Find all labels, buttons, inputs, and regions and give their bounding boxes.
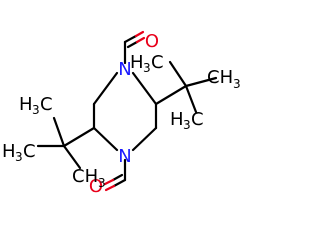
label-ch3-bot-left: H 3 C bbox=[2, 141, 36, 164]
bond-cho-o-a-red bbox=[134, 30, 145, 38]
bottom-formyl bbox=[103, 158, 127, 192]
bond-cq-me6 bbox=[62, 144, 82, 170]
label-ch3-top-upper: H 3 C bbox=[130, 52, 164, 75]
label-ch3-bot-left-c: C bbox=[23, 141, 36, 162]
atom-o-bottom: O bbox=[89, 176, 103, 197]
label-ch3-top-lower-c: C bbox=[191, 109, 204, 130]
label-ch3-bot-upper-h: H bbox=[19, 94, 33, 115]
bond-cq-me4 bbox=[52, 116, 66, 148]
label-ch3-top-lower-h: H bbox=[170, 109, 184, 130]
right-tert-butyl bbox=[154, 60, 218, 114]
bond-c2-cq bbox=[154, 84, 188, 106]
label-ch3-bot-lower-c: CH bbox=[72, 166, 98, 187]
bond-c6-n1 bbox=[92, 71, 119, 106]
label-ch3-top-right: CH 3 bbox=[207, 67, 241, 91]
bond-cho-o-b bbox=[126, 40, 139, 49]
atom-n-top: N bbox=[118, 59, 131, 80]
bond-cho-o-d bbox=[111, 173, 124, 182]
bond-cho-o-d-red bbox=[103, 178, 115, 186]
ring-bonds bbox=[92, 71, 158, 152]
label-ch3-bot-upper-sub: 3 bbox=[32, 103, 40, 117]
label-ch3-bot-left-h: H bbox=[2, 141, 16, 162]
bond-c3-n4 bbox=[131, 126, 158, 152]
bond-cq-me2 bbox=[184, 76, 218, 88]
label-ch3-top-lower: H 3 C bbox=[170, 109, 204, 132]
label-ch3-bot-lower: CH 3 bbox=[72, 166, 106, 190]
label-ch3-top-right-sub: 3 bbox=[233, 77, 241, 91]
label-ch3-top-upper-sub: 3 bbox=[143, 61, 151, 75]
top-formyl bbox=[123, 30, 146, 65]
label-ch3-top-right-c: CH bbox=[207, 67, 233, 88]
label-ch3-top-lower-sub: 3 bbox=[183, 118, 191, 132]
bond-cq-me1 bbox=[168, 60, 188, 88]
bond-cq-me3 bbox=[184, 84, 198, 114]
bond-n1-c2 bbox=[131, 71, 158, 106]
label-ch3-bot-upper: H 3 C bbox=[19, 94, 53, 117]
molecule-canvas: N N O O H 3 C CH 3 H 3 C H 3 C H 3 C bbox=[2, 30, 241, 197]
label-ch3-bot-lower-sub: 3 bbox=[98, 176, 106, 190]
atom-o-top: O bbox=[145, 31, 159, 52]
bond-cho-o-c bbox=[112, 178, 127, 188]
molecule-structure: N N O O H 3 C CH 3 H 3 C H 3 C H 3 C bbox=[2, 30, 241, 197]
bond-n4-c5 bbox=[92, 126, 119, 152]
left-tert-butyl bbox=[36, 116, 96, 170]
bond-cho-o-b-red bbox=[135, 36, 146, 44]
label-ch3-top-upper-c: C bbox=[151, 52, 164, 73]
label-ch3-top-upper-h: H bbox=[130, 52, 144, 73]
bond-cho-o-c-red bbox=[104, 184, 116, 192]
label-ch3-bot-left-sub: 3 bbox=[15, 150, 23, 164]
bond-cho-o-a bbox=[123, 34, 138, 44]
bond-c5-cq bbox=[62, 126, 96, 148]
atom-n-bottom: N bbox=[118, 146, 131, 167]
label-ch3-bot-upper-c: C bbox=[40, 94, 53, 115]
